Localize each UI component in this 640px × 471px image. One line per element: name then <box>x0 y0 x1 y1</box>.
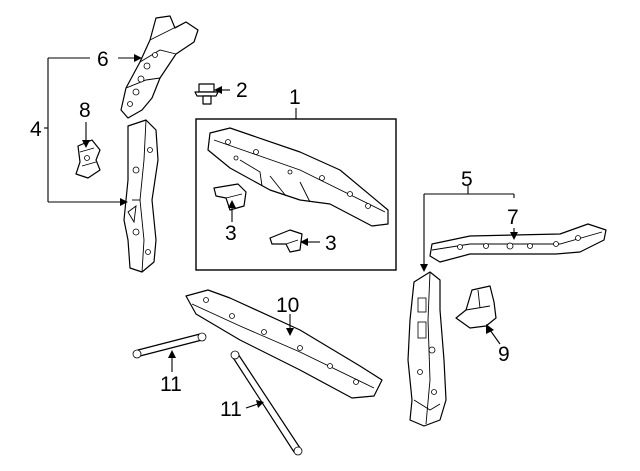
callout-3-upper: 3 <box>225 222 237 245</box>
part-3-clip-lower <box>269 229 303 253</box>
part-11-brace-long <box>230 350 303 456</box>
part-11-brace-short <box>132 332 207 359</box>
callout-5: 5 <box>461 168 473 191</box>
callout-4: 4 <box>30 118 42 141</box>
callout-8: 8 <box>79 99 91 122</box>
callout-3-lower: 3 <box>325 232 337 255</box>
part-7-crossmember <box>429 223 607 263</box>
callout-10: 10 <box>276 294 299 317</box>
callout-11-left: 11 <box>160 373 182 396</box>
callout-9: 9 <box>498 343 510 366</box>
callout-7: 7 <box>507 206 519 229</box>
part-10-lower-crossmember <box>185 289 383 399</box>
part-8-bracket <box>75 139 101 179</box>
callout-6: 6 <box>97 48 109 71</box>
part-9-bracket <box>455 285 497 329</box>
part-6-upper-reinforcement <box>120 15 199 119</box>
callout-2: 2 <box>236 79 248 102</box>
part-4-side-support <box>123 119 159 273</box>
part-3-clip-upper <box>213 183 247 211</box>
part-5-side-support <box>407 271 447 427</box>
callout-1: 1 <box>289 86 301 109</box>
part-1-upper-support <box>207 127 389 227</box>
leader-lines <box>44 54 518 409</box>
callout-labels: 6 2 1 8 4 5 7 3 3 10 9 11 11 <box>30 48 519 421</box>
part-2-bolt <box>194 83 219 105</box>
callout-11-bottom: 11 <box>220 398 242 421</box>
